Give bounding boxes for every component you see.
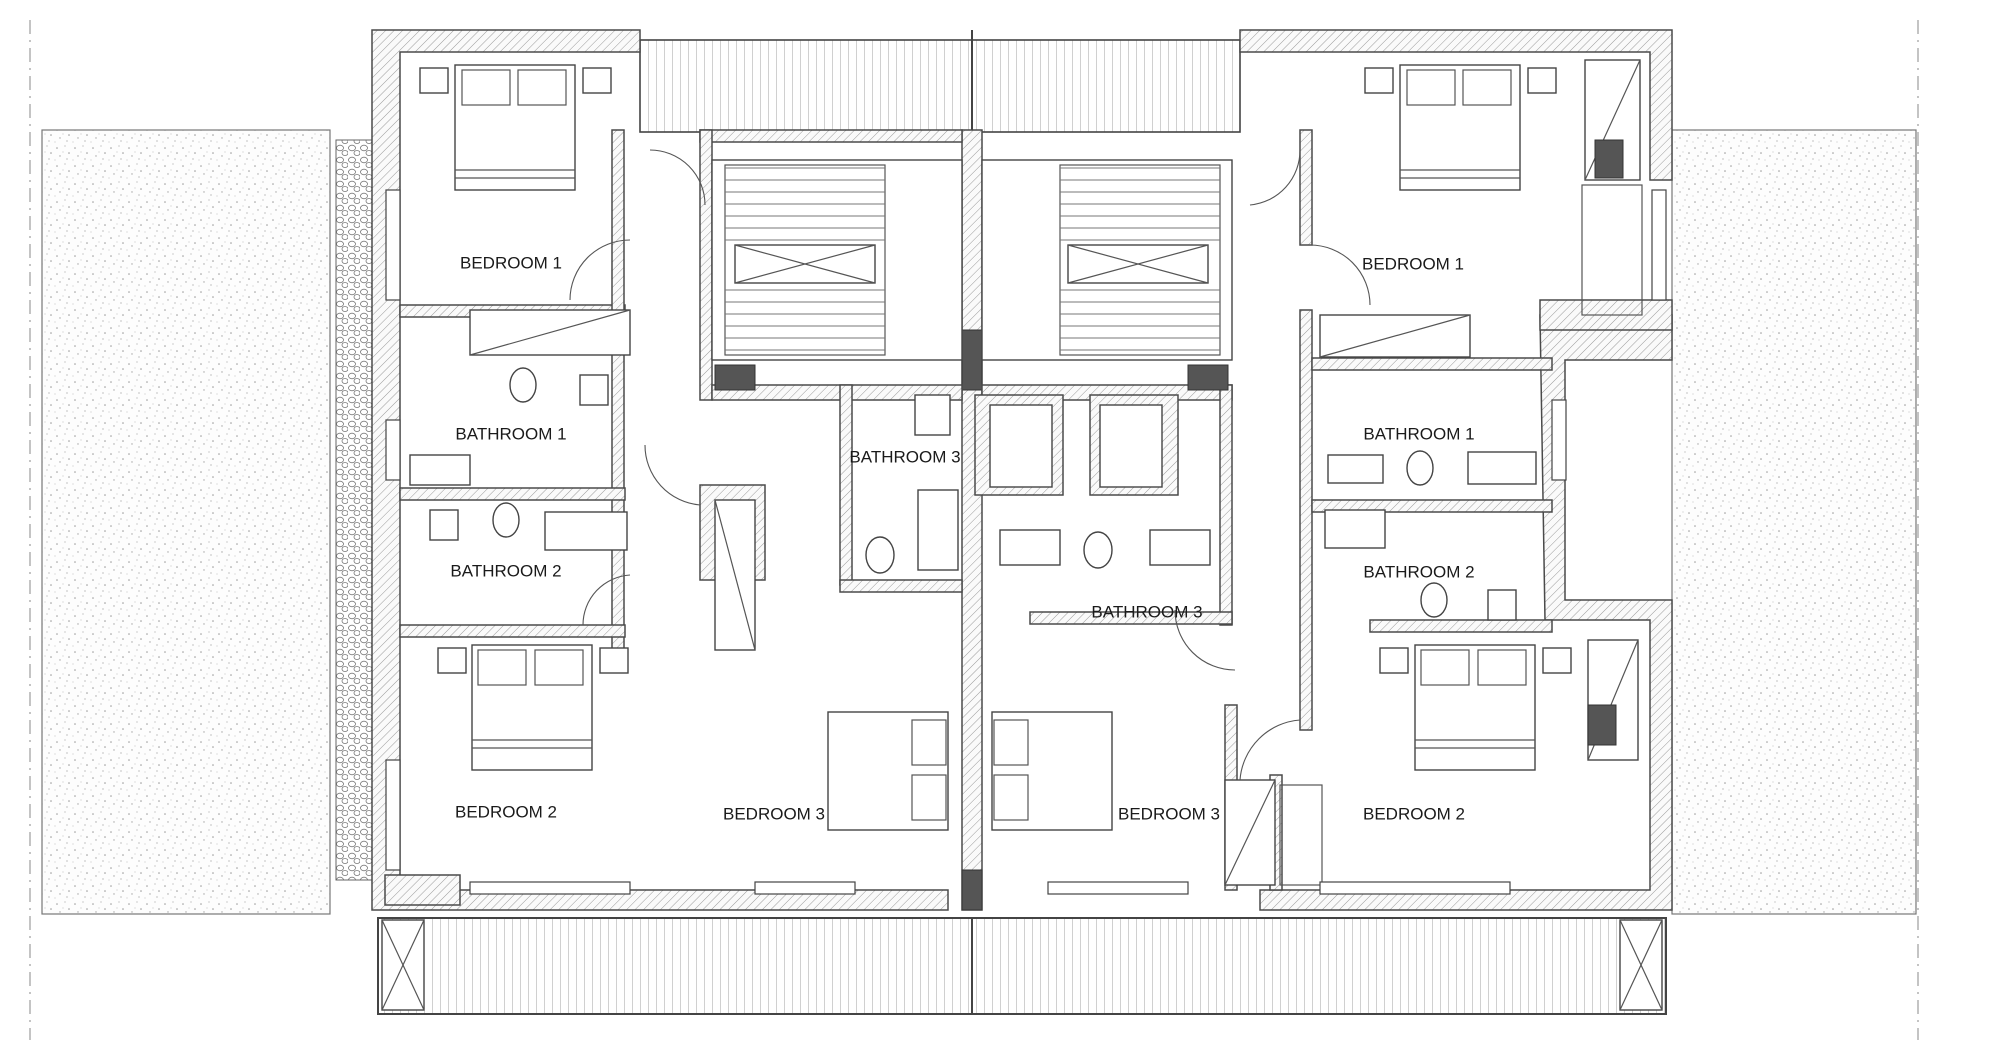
rear-terrace (377, 917, 1667, 1015)
room-label-right-bathroom-3: BATHROOM 3 (1091, 602, 1202, 621)
doors (569, 149, 1371, 781)
room-label-right-bedroom-2: BEDROOM 2 (1363, 804, 1465, 823)
stair-treads (725, 167, 1220, 351)
room-label-left-bedroom-1: BEDROOM 1 (460, 253, 562, 272)
room-label-left-bathroom-2: BATHROOM 2 (450, 561, 561, 580)
room-label-right-bedroom-3: BEDROOM 3 (1118, 804, 1220, 823)
room-label-left-bathroom-1: BATHROOM 1 (455, 424, 566, 443)
outer-walls-left (371, 29, 949, 911)
room-label-left-bedroom-3: BEDROOM 3 (723, 804, 825, 823)
bathroom-fixtures (409, 309, 1537, 621)
room-label-left-bedroom-2: BEDROOM 2 (455, 802, 557, 821)
staircase-right (981, 159, 1233, 391)
bed-left-1 (419, 64, 612, 191)
bed-right-1 (1364, 64, 1557, 191)
central-landing (974, 394, 1179, 496)
room-label-left-bathroom-3: BATHROOM 3 (849, 447, 960, 466)
twin-beds-center (827, 711, 1113, 831)
room-label-right-bathroom-2: BATHROOM 2 (1363, 562, 1474, 581)
bed-right-2 (1379, 644, 1572, 771)
windows (385, 189, 1667, 895)
bed-left-2 (437, 644, 629, 771)
party-wall (961, 129, 983, 911)
site-gravel (41, 129, 1917, 915)
staircase-left (711, 159, 963, 391)
reference-lines (29, 20, 1919, 1040)
room-label-right-bedroom-1: BEDROOM 1 (1362, 254, 1464, 273)
room-labels-right: BEDROOM 1 BATHROOM 1 BATHROOM 2 BEDROOM … (1091, 254, 1474, 823)
room-labels-left: BEDROOM 1 BATHROOM 1 BATHROOM 2 BEDROOM … (450, 253, 960, 823)
room-label-right-bathroom-1: BATHROOM 1 (1363, 424, 1474, 443)
front-balcony (639, 30, 1241, 133)
wardrobes (1224, 59, 1643, 886)
